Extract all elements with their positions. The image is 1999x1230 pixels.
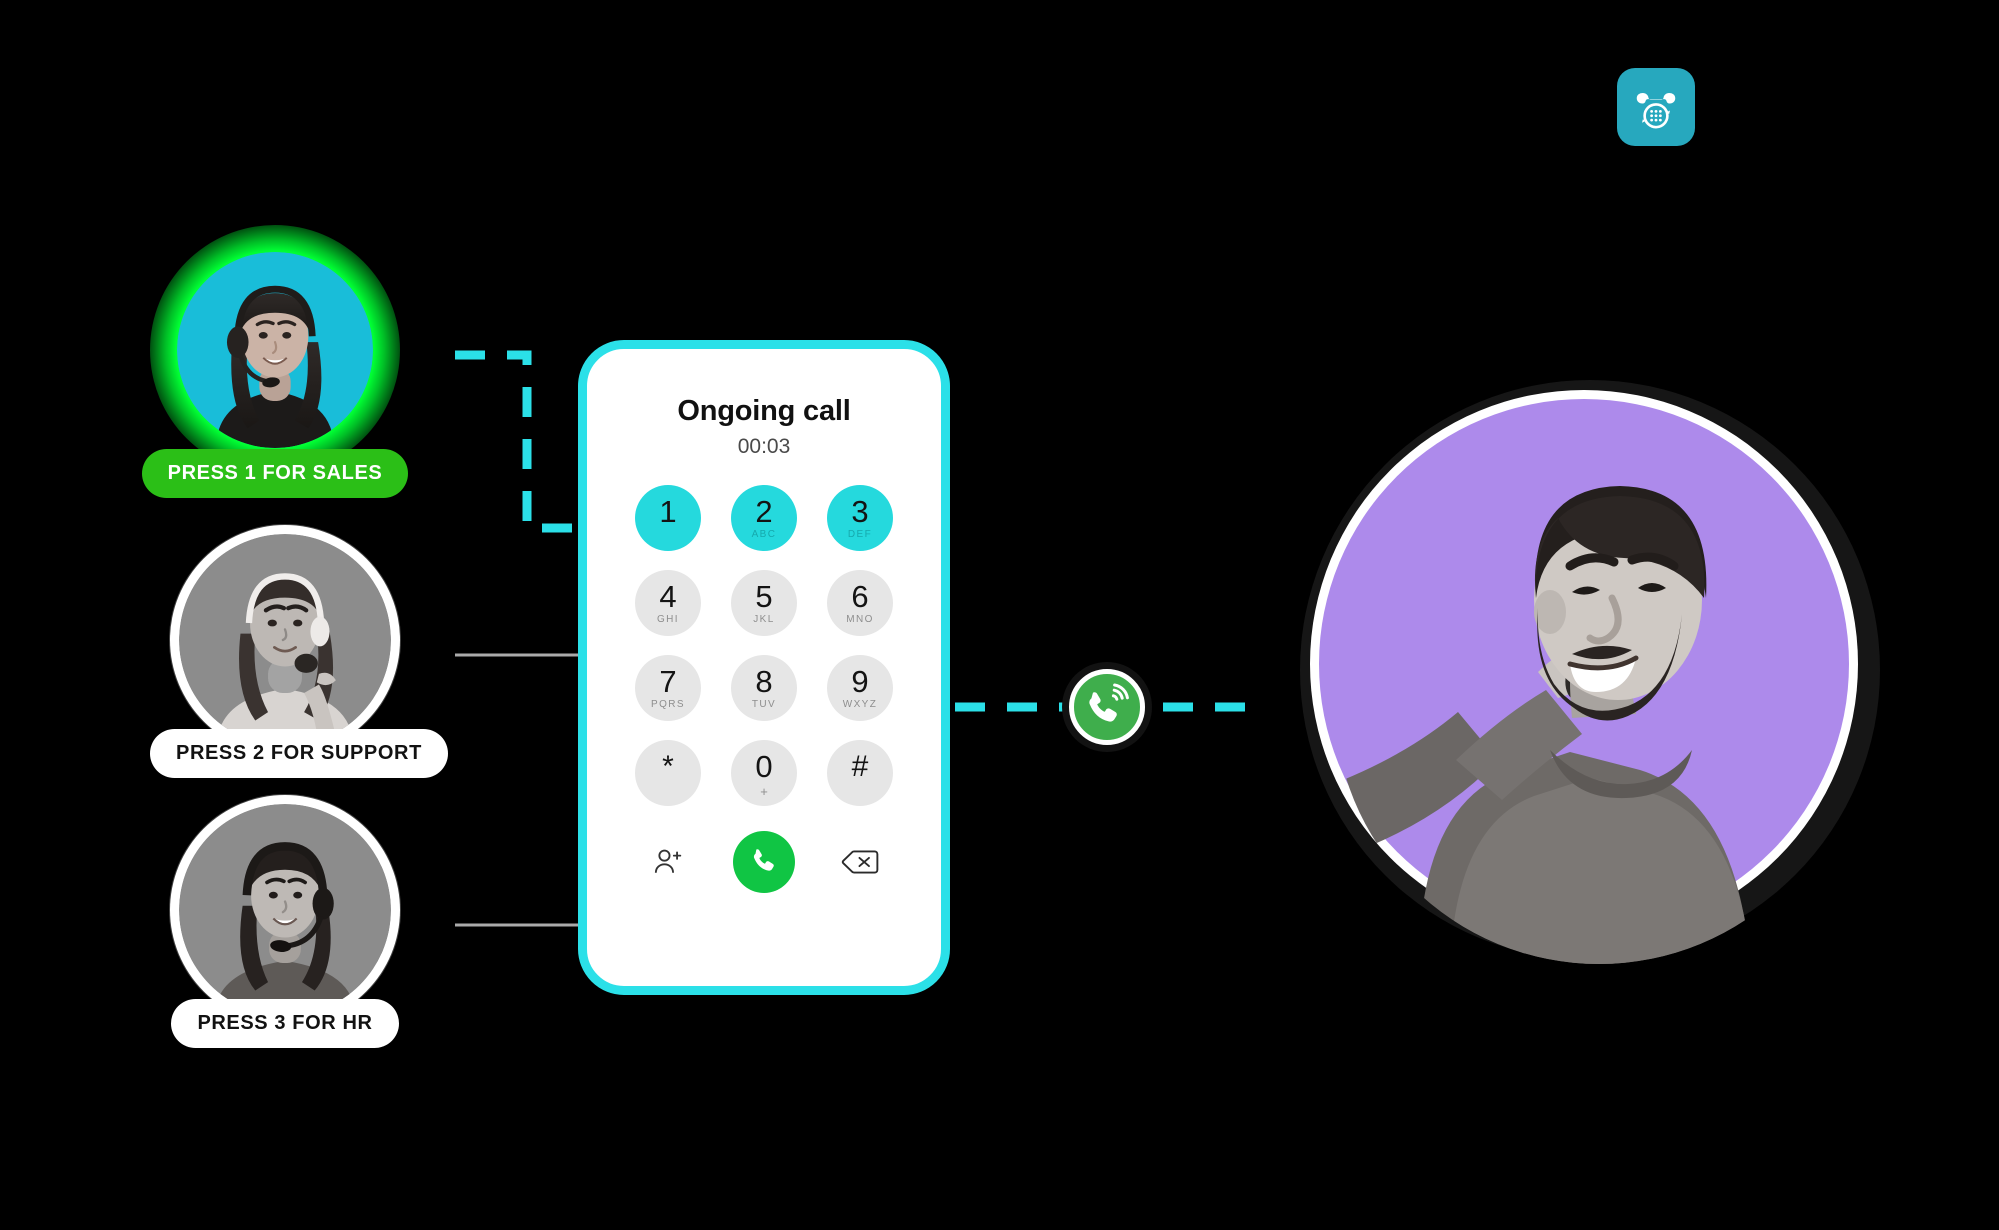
- key-digit: #: [851, 749, 869, 783]
- call-button-circle[interactable]: [733, 831, 795, 893]
- keypad-key-4[interactable]: 4 GHI: [635, 570, 701, 636]
- key-letters: WXYZ: [842, 699, 878, 710]
- key-digit: *: [662, 749, 674, 783]
- agent-avatar-illustration: [217, 573, 353, 746]
- keypad-key-3[interactable]: 3 DEF: [827, 485, 893, 551]
- key-digit: 2: [755, 494, 773, 529]
- agent-badge-support[interactable]: PRESS 2 FOR SUPPORT: [150, 729, 448, 778]
- dialer-action-row: [620, 829, 908, 895]
- add-contact-button[interactable]: [635, 829, 701, 895]
- key-letters: TUV: [751, 699, 777, 710]
- key-digit: 4: [659, 579, 677, 614]
- key-letters: JKL: [753, 614, 775, 625]
- agent-portrait-sales: [177, 252, 373, 448]
- add-contact-icon: [654, 849, 682, 873]
- keypad-key-1[interactable]: 1: [635, 485, 701, 551]
- key-letters: GHI: [657, 614, 679, 625]
- keypad-key-7[interactable]: 7 PQRS: [635, 655, 701, 721]
- dial-keypad: 1 2 ABC 3 DEF 4 GHI 5 JKL 6 MNO: [620, 485, 908, 825]
- agent-avatar-illustration: [216, 285, 334, 448]
- key-digit: 1: [659, 494, 677, 529]
- key-plus: +: [760, 784, 768, 799]
- call-duration-timer: 00:03: [737, 435, 791, 458]
- place-call-button[interactable]: [731, 829, 797, 895]
- keypad-key-6[interactable]: 6 MNO: [827, 570, 893, 636]
- keypad-key-9[interactable]: 9 WXYZ: [827, 655, 893, 721]
- agent-ring-support: [170, 525, 400, 755]
- agent-portrait-hr: [179, 804, 391, 1016]
- agent-card-support[interactable]: PRESS 2 FOR SUPPORT: [150, 525, 448, 778]
- key-digit: 0: [755, 749, 773, 784]
- call-handset-waves-icon: [1089, 683, 1129, 722]
- key-digit: 5: [755, 579, 773, 614]
- agent-card-hr[interactable]: PRESS 3 FOR HR: [150, 795, 420, 1048]
- keypad-key-hash[interactable]: #: [827, 740, 893, 806]
- keypad-key-5[interactable]: 5 JKL: [731, 570, 797, 636]
- key-digit: 8: [755, 664, 773, 699]
- ongoing-call-title: Ongoing call: [677, 395, 851, 427]
- agent-ring-hr: [170, 795, 400, 1025]
- agent-badge-hr[interactable]: PRESS 3 FOR HR: [171, 999, 399, 1048]
- agent-card-sales[interactable]: PRESS 1 FOR SALES: [140, 225, 410, 498]
- keypad-key-star[interactable]: *: [635, 740, 701, 806]
- backspace-icon: [841, 850, 879, 874]
- phone-dialer-card: Ongoing call 00:03 1 2 ABC 3 DEF 4 GHI 5…: [578, 340, 950, 995]
- customer-hero: [1300, 380, 1880, 964]
- agent-badge-sales[interactable]: PRESS 1 FOR SALES: [141, 449, 409, 498]
- agent-ring-sales: [150, 225, 400, 475]
- agent-portrait-support: [179, 534, 391, 746]
- rotary-telephone-icon: [1636, 93, 1676, 129]
- key-letters: MNO: [846, 614, 874, 625]
- keypad-key-2[interactable]: 2 ABC: [731, 485, 797, 551]
- keypad-key-0[interactable]: 0 +: [731, 740, 797, 806]
- telephone-app-icon[interactable]: [1617, 68, 1695, 146]
- customer-illustration: [1334, 486, 1754, 964]
- key-digit: 7: [659, 664, 677, 699]
- active-call-node[interactable]: [1062, 662, 1152, 752]
- key-digit: 3: [851, 494, 869, 529]
- key-digit: 6: [851, 579, 869, 614]
- call-handset-icon: [753, 849, 774, 871]
- agent-avatar-illustration: [215, 842, 355, 1016]
- key-letters: ABC: [751, 529, 777, 540]
- backspace-button[interactable]: [827, 829, 893, 895]
- key-letters: PQRS: [651, 699, 685, 710]
- key-digit: 9: [851, 664, 869, 699]
- call-node-circle: [1069, 669, 1145, 745]
- key-letters: DEF: [847, 529, 873, 540]
- keypad-key-8[interactable]: 8 TUV: [731, 655, 797, 721]
